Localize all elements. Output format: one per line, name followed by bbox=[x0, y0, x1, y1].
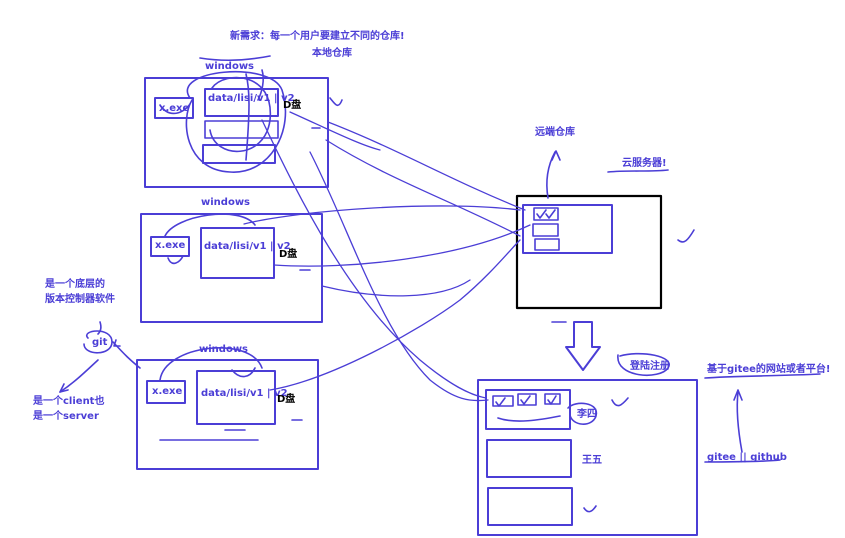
machine-3-drive: D盘 bbox=[277, 394, 296, 405]
machine-2-repo-box bbox=[200, 227, 275, 279]
machine-2-os-label: windows bbox=[201, 197, 251, 208]
machine-2-exe-label: x.exe bbox=[155, 240, 186, 251]
platform-user2-box bbox=[486, 439, 572, 478]
machine-1-box-3 bbox=[202, 144, 276, 164]
machine-3-frame bbox=[136, 359, 319, 470]
machine-1-exe-label: x.exe bbox=[159, 103, 190, 114]
machine-2-repo-path: data/lisi/v1 | v2 bbox=[204, 241, 291, 252]
git-label: git bbox=[92, 337, 108, 348]
platform-user1-repo-1 bbox=[492, 395, 514, 407]
machine-2-frame bbox=[140, 213, 323, 323]
machine-1-box-2 bbox=[204, 120, 279, 139]
remote-server-frame bbox=[515, 194, 663, 310]
cloud-server-label: 云服务器! bbox=[622, 158, 667, 169]
platform-based-on-label: 基于gitee的网站或者平台! bbox=[707, 364, 831, 375]
git-desc-line2: 版本控制器软件 bbox=[45, 294, 115, 305]
git-role-line1: 是一个client也 bbox=[33, 396, 105, 407]
remote-repo-label: 远端仓库 bbox=[535, 127, 575, 138]
machine-1-drive: D盘 bbox=[283, 100, 302, 111]
machine-3-exe-label: x.exe bbox=[152, 386, 183, 397]
platform-user3-box bbox=[487, 487, 573, 526]
login-register-label: 登陆注册 bbox=[630, 361, 670, 372]
machine-1 bbox=[144, 55, 343, 188]
machine-3-os-label: windows bbox=[199, 344, 249, 355]
platform-user1-name: 李四 bbox=[577, 409, 597, 420]
git-note bbox=[59, 321, 141, 393]
remote-server bbox=[515, 150, 695, 310]
machine-1-repo-box bbox=[204, 88, 279, 117]
remote-repo-1 bbox=[533, 207, 559, 221]
machine-3 bbox=[136, 347, 319, 470]
platform-user1-box bbox=[485, 389, 571, 430]
machine-1-repo-path: data/lisi/v1 | v2 bbox=[208, 93, 295, 104]
git-role-line2: 是一个server bbox=[33, 411, 99, 422]
local-repo-label: 本地仓库 bbox=[312, 48, 352, 59]
platform-user2-name: 王五 bbox=[582, 455, 602, 466]
machine-1-exe-box bbox=[154, 97, 194, 119]
machine-2-drive: D盘 bbox=[279, 249, 298, 260]
requirement-note: 新需求：每一个用户要建立不同的仓库! bbox=[230, 31, 405, 42]
platform-user1-repo-2 bbox=[517, 393, 537, 406]
remote-repo-2 bbox=[532, 223, 559, 237]
machine-2 bbox=[140, 213, 323, 323]
down-arrow-icon bbox=[551, 321, 601, 371]
git-desc-line1: 是一个底层的 bbox=[45, 279, 105, 290]
machine-2-exe-box bbox=[150, 236, 190, 257]
platform-user1-repo-3 bbox=[544, 393, 561, 405]
platform-frame bbox=[477, 379, 698, 536]
machine-3-repo-box bbox=[196, 370, 276, 425]
machine-1-os-label: windows bbox=[205, 61, 255, 72]
platform-examples-label: gitee || github bbox=[707, 452, 787, 463]
hosting-platform bbox=[477, 352, 821, 536]
machine-3-exe-box bbox=[146, 380, 186, 404]
remote-repo-3 bbox=[534, 238, 560, 251]
connection-arrows bbox=[243, 111, 531, 402]
remote-repo-group bbox=[522, 204, 613, 254]
machine-3-repo-path: data/lisi/v1 | v2 bbox=[201, 388, 288, 399]
